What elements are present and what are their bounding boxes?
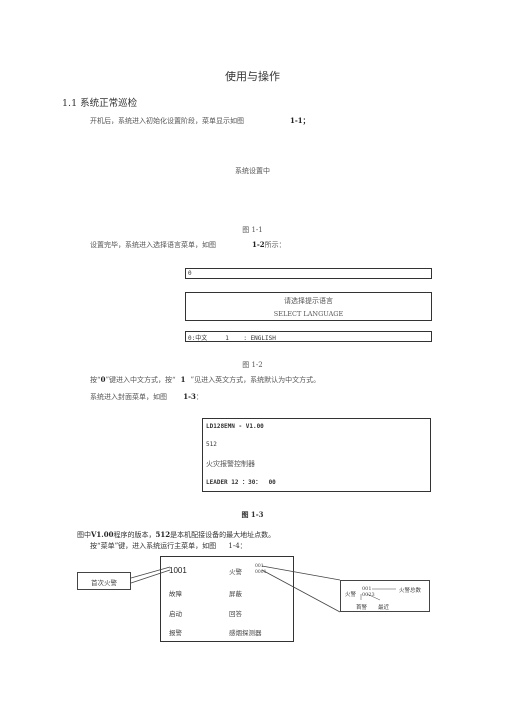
p5-b: 程序的版本，: [113, 531, 156, 539]
paragraph-4-suffix: ：: [195, 393, 203, 401]
paragraph-2-tail: 1-2所示：: [252, 240, 286, 250]
p3-a: 按“: [90, 376, 101, 384]
paragraph-3: 按“0”键进入中文方式，按“ 1 ”见进入英文方式，系统默认为中文方式。: [90, 375, 320, 385]
p5-c: 是本机配接设备的最大地址点数。: [170, 531, 276, 539]
caption-2: 图 1-2: [242, 361, 263, 369]
callout-latest: 最近: [378, 605, 390, 611]
lang-top-bar: 0: [185, 268, 432, 279]
callout-first: 首警: [356, 605, 368, 611]
caption-3: 图 1-3: [241, 510, 264, 519]
menu-cell-fire: 火警: [229, 568, 242, 576]
lang-select-box: 请选择提示语言 SELECT LANGUAGE: [185, 292, 432, 321]
p3-b: ”键进入中文方式，按“: [105, 376, 176, 384]
menu-badge-top: 001: [255, 564, 264, 569]
paragraph-5: 图中V1.00程序的版本，512是本机配接设备的最大地址点数。: [77, 530, 275, 540]
p5-a: 图中: [77, 531, 91, 539]
lang-options-text: 0:中文 1 : ENGLISH: [188, 335, 276, 342]
menu-cell-fault: 故障: [169, 590, 182, 598]
menu-cell-alarm: 报警: [169, 629, 182, 637]
paragraph-6-text: 按“菜单”键，进入系统运行主菜单，如图: [90, 542, 217, 550]
menu-cell-1001: 1001: [169, 566, 187, 575]
callout-n1: 001: [362, 586, 372, 592]
cover-clock: LEADER 12 ：30： 00: [206, 479, 276, 486]
menu-cell-answer: 回答: [229, 610, 242, 618]
section-heading: 1.1 系统正常巡检: [62, 98, 138, 109]
p5-points: 512: [155, 530, 171, 539]
main-menu-screen: 1001 故障 启动 报警 火警 屏蔽 回答 感烟探测器 001 0001: [160, 556, 294, 642]
paragraph-4: 系统进入封面菜单，如图 1-3：: [90, 392, 203, 402]
paragraph-4-text: 系统进入封面菜单，如图: [90, 393, 167, 401]
first-alarm-callout: 首次火警: [77, 572, 131, 590]
menu-badge-bottom: 0001: [255, 570, 267, 575]
callout-n2: 0023: [362, 592, 375, 598]
page-title: 使用与操作: [225, 70, 280, 83]
menu-cell-start: 启动: [169, 610, 182, 618]
lang-prompt-cn: 请选择提示语言: [284, 297, 333, 305]
paragraph-1: 开机后，系统进入初始化设置阶段，菜单显示如图: [90, 116, 244, 126]
paragraph-2: 设置完毕，系统进入选择语言菜单，如图: [90, 240, 216, 250]
paragraph-1-text: 开机后，系统进入初始化设置阶段，菜单显示如图: [90, 117, 244, 125]
paragraph-1-ref: 1-1；: [290, 116, 310, 125]
paragraph-2-text: 设置完毕，系统进入选择语言菜单，如图: [90, 241, 216, 249]
callout-total-label: 火警总数: [399, 588, 422, 594]
p3-key0: 0: [100, 375, 106, 384]
cover-version: LD128EMN - V1.00: [206, 423, 264, 430]
paragraph-6: 按“菜单”键，进入系统运行主菜单，如图 1-4：: [90, 541, 247, 551]
p3-c: ”见进入英文方式，系统默认为中文方式。: [190, 376, 321, 384]
screen-1-text: 系统设置中: [235, 167, 270, 175]
p5-version: V1.00: [91, 530, 114, 539]
fire-detail-callout: 火警 001 0023 火警总数 首警 最近: [340, 580, 430, 612]
cover-points: 512: [206, 441, 217, 448]
first-alarm-callout-text: 首次火警: [91, 579, 117, 587]
menu-cell-shield: 屏蔽: [229, 590, 242, 598]
paragraph-2-suffix: 所示：: [264, 241, 286, 249]
lang-top-value: 0: [188, 270, 192, 277]
paragraph-2-ref: 1-2: [252, 240, 265, 249]
paragraph-6-ref: 1-4：: [228, 542, 247, 550]
menu-cell-smoke-detector: 感烟探测器: [229, 629, 262, 637]
p3-key1: 1: [180, 375, 186, 384]
lang-options-bar: 0:中文 1 : ENGLISH: [185, 331, 432, 342]
paragraph-4-ref: 1-3: [183, 392, 196, 401]
cover-device-name: 火灾报警控制器: [206, 460, 255, 468]
caption-1: 图 1-1: [242, 226, 263, 234]
lang-prompt-en: SELECT LANGUAGE: [273, 310, 344, 318]
callout-fire-title: 火警: [345, 592, 357, 598]
cover-screen: LD128EMN - V1.00 512 火灾报警控制器 LEADER 12 ：…: [202, 418, 431, 492]
